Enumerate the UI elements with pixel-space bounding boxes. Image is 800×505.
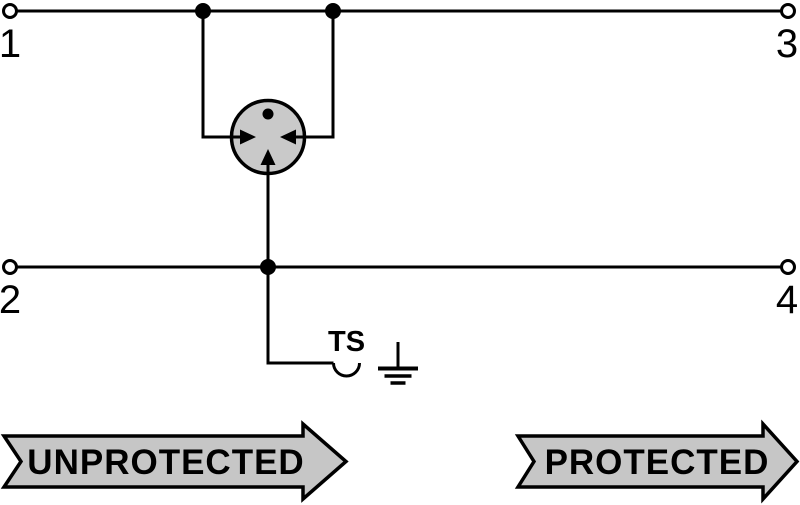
unprotected-label: UNPROTECTED — [27, 443, 304, 482]
spark-gap-arrow-bottom-icon — [260, 149, 276, 165]
ground-branch-wire — [266, 267, 334, 365]
terminal-label-1: 1 — [0, 22, 21, 66]
unprotected-flow-arrow: UNPROTECTED — [0, 420, 349, 503]
terminal-connector-1 — [2, 3, 18, 19]
earth-ground-icon — [378, 342, 418, 385]
protected-arrow-shape — [514, 419, 800, 504]
terminal-label-3: 3 — [776, 22, 798, 66]
terminal-connector-2 — [2, 259, 18, 275]
junction-dot-top-left — [195, 3, 211, 19]
branch-wire-right — [296, 11, 335, 139]
gdt-indicator-dot — [262, 108, 274, 120]
terminal-connector-3 — [780, 3, 796, 19]
spark-gap-arrow-left-icon — [240, 129, 256, 145]
unprotected-arrow-shape — [0, 420, 349, 503]
terminal-label-4: 4 — [776, 278, 798, 322]
branch-wire-left — [201, 11, 240, 139]
terminal-connector-4 — [780, 259, 796, 275]
junction-dot-top-right — [325, 3, 341, 19]
protected-label: PROTECTED — [545, 443, 770, 482]
spark-gap-arrow-right-icon — [280, 129, 296, 145]
disconnect-socket-arc-icon — [332, 362, 361, 378]
protected-flow-arrow: PROTECTED — [514, 419, 800, 504]
disconnect-label: TS — [328, 326, 365, 358]
terminal-label-2: 2 — [0, 278, 21, 322]
